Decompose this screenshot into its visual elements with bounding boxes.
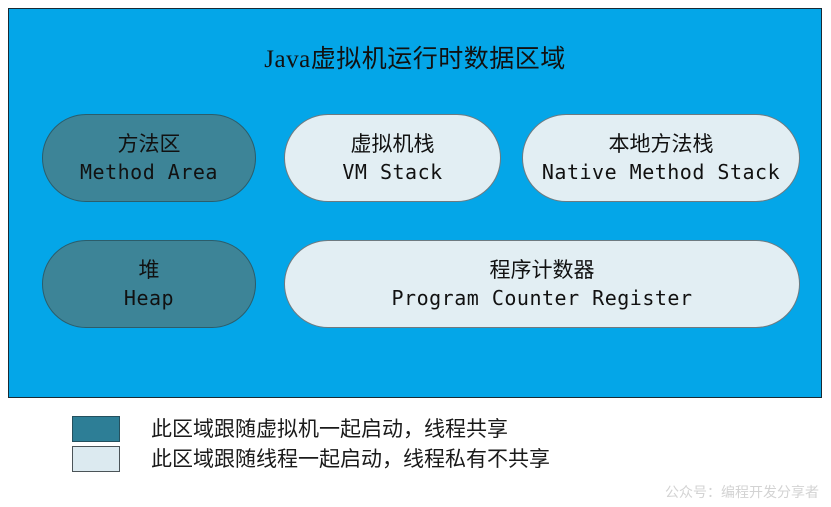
region-program-counter-register-label-cn: 程序计数器 (489, 257, 595, 282)
region-native-method-stack: 本地方法栈 Native Method Stack (522, 114, 800, 202)
legend-swatch-private-icon (72, 446, 120, 472)
region-native-method-stack-label-en: Native Method Stack (541, 159, 781, 184)
region-method-area: 方法区 Method Area (42, 114, 256, 202)
jvm-runtime-area-panel: Java虚拟机运行时数据区域 方法区 Method Area 虚拟机栈 VM S… (8, 8, 822, 398)
legend: 此区域跟随虚拟机一起启动，线程共享 此区域跟随线程一起启动，线程私有不共享 (72, 414, 712, 474)
legend-label-shared: 此区域跟随虚拟机一起启动，线程共享 (151, 417, 508, 441)
region-program-counter-register-label-en: Program Counter Register (391, 285, 693, 310)
region-vm-stack-label-cn: 虚拟机栈 (350, 131, 435, 156)
legend-item-shared: 此区域跟随虚拟机一起启动，线程共享 (72, 414, 712, 444)
region-vm-stack: 虚拟机栈 VM Stack (284, 114, 501, 202)
region-heap-label-en: Heap (123, 285, 175, 310)
region-heap-label-cn: 堆 (138, 257, 160, 282)
region-vm-stack-label-en: VM Stack (342, 159, 443, 184)
region-program-counter-register: 程序计数器 Program Counter Register (284, 240, 800, 328)
watermark: 公众号：编程开发分享者 (665, 484, 819, 500)
region-heap: 堆 Heap (42, 240, 256, 328)
legend-item-private: 此区域跟随线程一起启动，线程私有不共享 (72, 444, 712, 474)
region-method-area-label-en: Method Area (80, 159, 218, 184)
page-title: Java虚拟机运行时数据区域 (264, 46, 566, 73)
legend-swatch-shared-icon (72, 416, 120, 442)
region-method-area-label-cn: 方法区 (117, 131, 181, 156)
legend-label-private: 此区域跟随线程一起启动，线程私有不共享 (151, 447, 550, 471)
region-native-method-stack-label-cn: 本地方法栈 (608, 131, 714, 156)
